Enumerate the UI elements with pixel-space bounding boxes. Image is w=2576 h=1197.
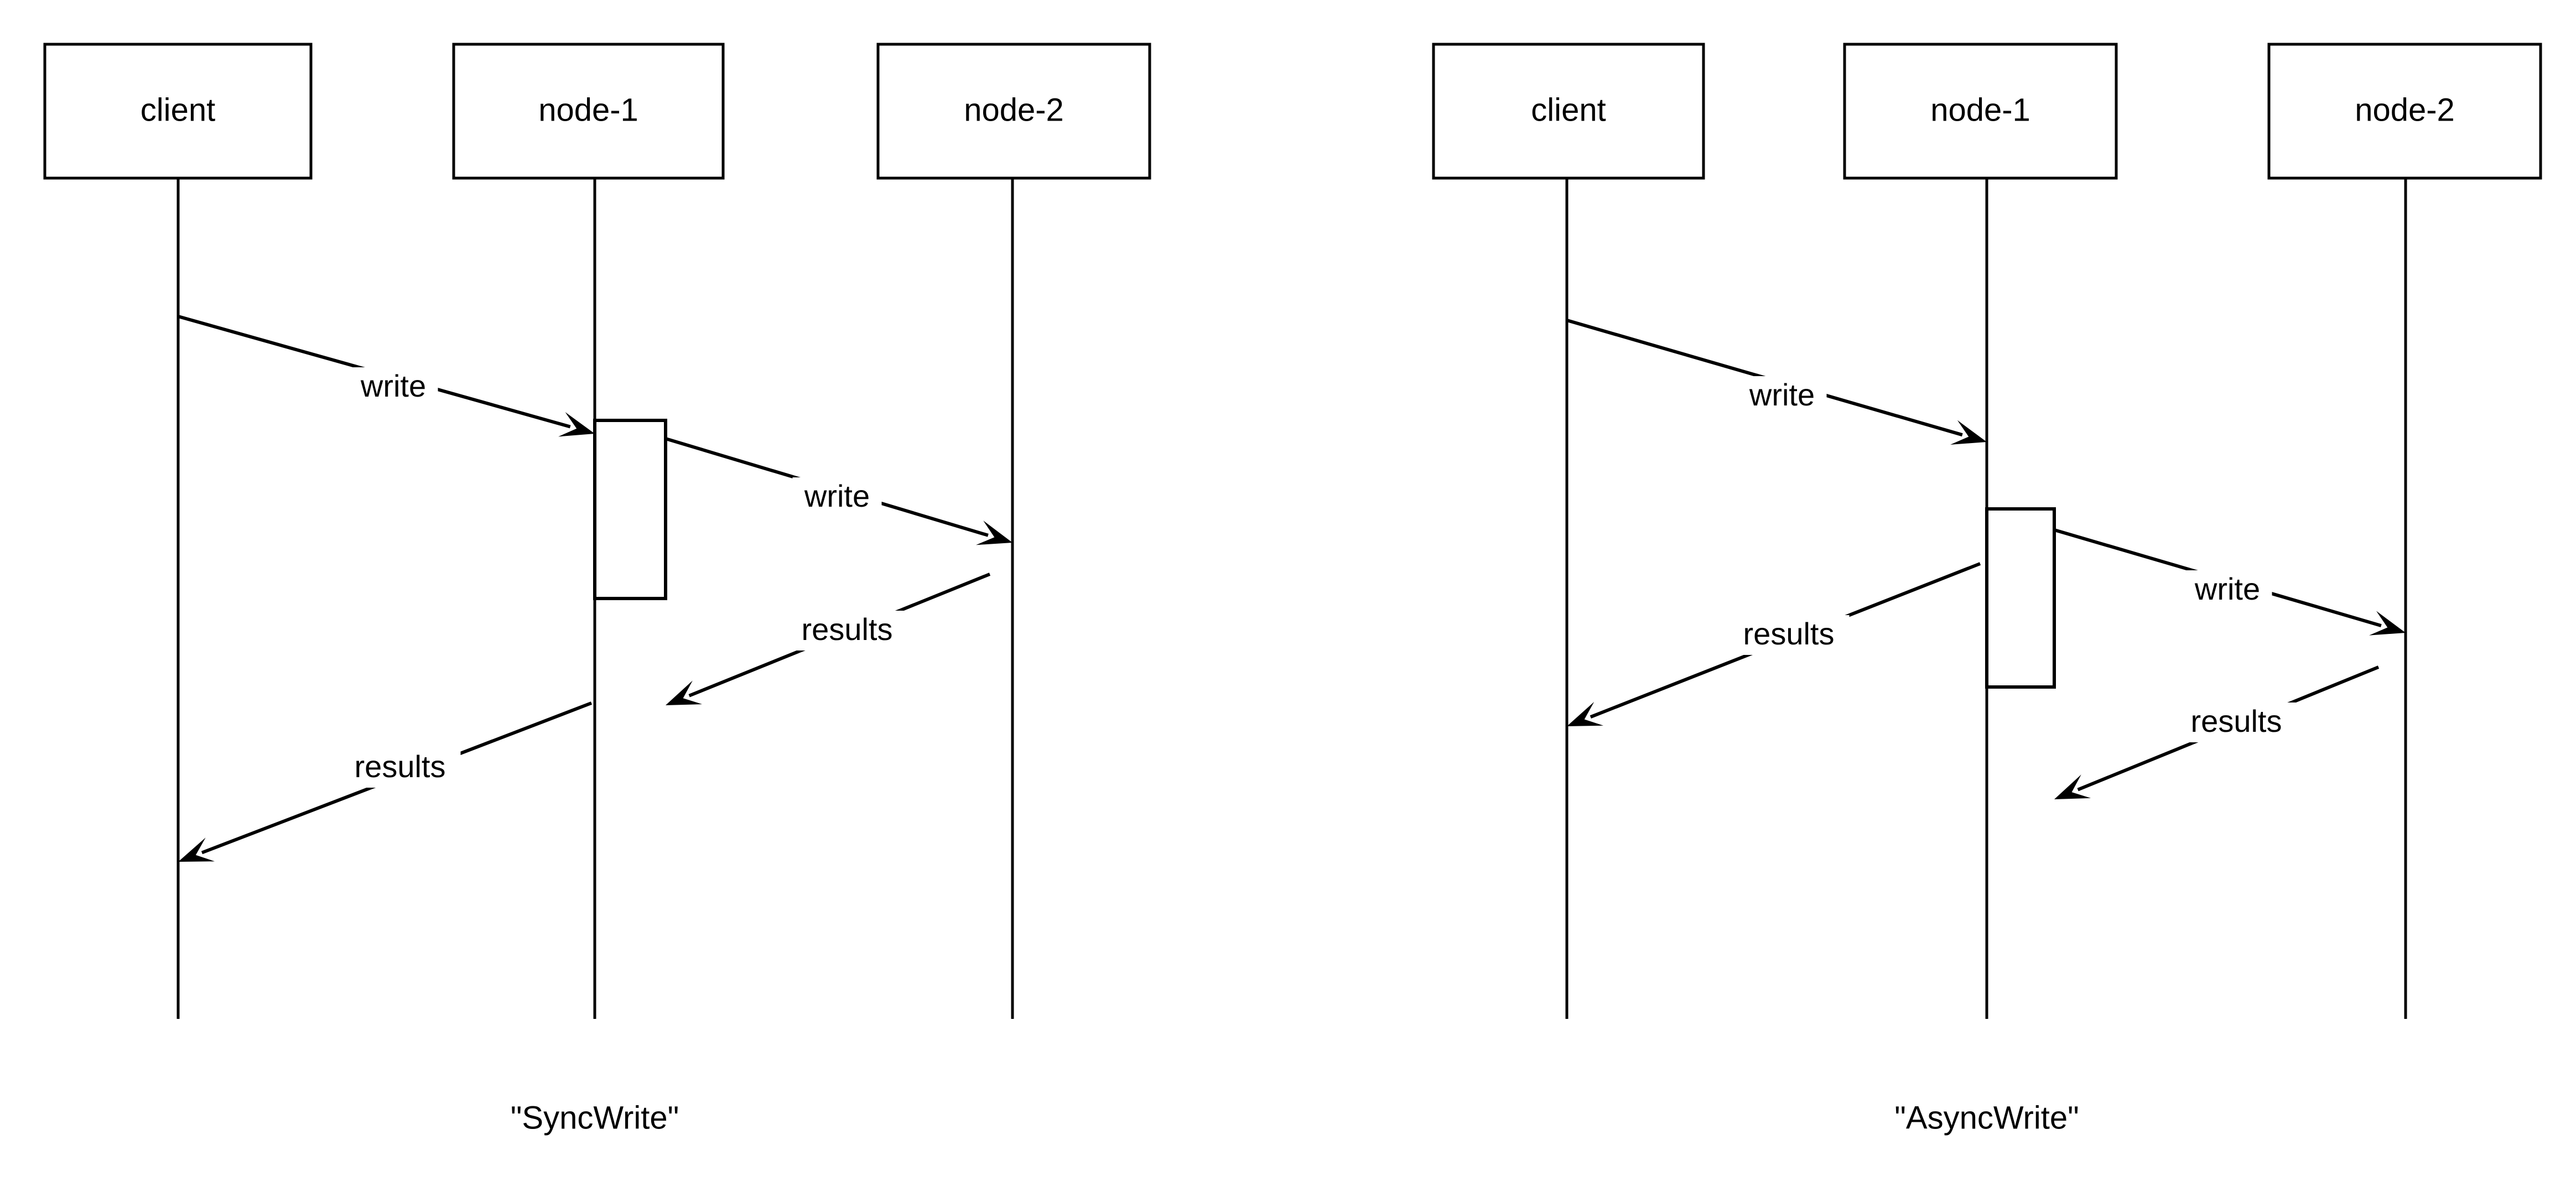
participant-label-node-2: node-2 bbox=[964, 92, 1064, 128]
participant-box-rect bbox=[452, 43, 725, 180]
participant-box-node-1[interactable]: node-1 bbox=[1843, 43, 2118, 180]
diagram-async-write: client node-1 node-2 write results write resul… bbox=[1432, 43, 2542, 1136]
message-label-backdrop bbox=[2175, 702, 2297, 742]
diagram-sync-write: client node-1 node-2 write write results resul… bbox=[43, 43, 1151, 1136]
message-label: results bbox=[2191, 704, 2282, 738]
activation-bar-rect bbox=[1985, 507, 2056, 689]
participant-box-client[interactable]: client bbox=[1432, 43, 1705, 180]
message-label: write bbox=[1749, 377, 1815, 412]
participant-box-client[interactable]: client bbox=[43, 43, 313, 180]
message-label-backdrop bbox=[1728, 615, 1850, 655]
participant-label-client: client bbox=[1531, 92, 1606, 128]
arrow-head-icon bbox=[1567, 701, 1604, 726]
arrow-head-icon bbox=[178, 837, 215, 862]
arrow-head-icon bbox=[666, 680, 703, 705]
participant-box-rect bbox=[43, 43, 313, 180]
message-node1-write-node2[interactable]: write bbox=[665, 437, 1012, 545]
diagram-caption-async-write: "AsyncWrite" bbox=[1894, 1100, 2079, 1136]
participant-box-node-2[interactable]: node-2 bbox=[2267, 43, 2542, 180]
activation-bar-node-1-activation[interactable] bbox=[593, 419, 667, 600]
message-label: results bbox=[802, 612, 893, 647]
message-label-backdrop bbox=[2183, 570, 2272, 610]
message-label: write bbox=[804, 478, 870, 513]
message-node1-results-client[interactable]: results bbox=[1567, 562, 1981, 726]
arrow-head-icon bbox=[2054, 774, 2091, 799]
participant-box-rect bbox=[1843, 43, 2118, 180]
message-label-backdrop bbox=[349, 367, 438, 407]
message-label-backdrop bbox=[792, 477, 882, 517]
message-client-write-node1[interactable]: write bbox=[178, 315, 595, 437]
participant-label-node-1: node-1 bbox=[538, 92, 638, 128]
participant-label-node-2: node-2 bbox=[2355, 92, 2455, 128]
activation-bar-node-1-activation[interactable] bbox=[1985, 507, 2056, 689]
message-node2-results-node1[interactable]: results bbox=[666, 573, 991, 705]
participant-box-node-2[interactable]: node-2 bbox=[876, 43, 1151, 180]
arrow-head-icon bbox=[976, 521, 1012, 545]
message-label-backdrop bbox=[339, 748, 461, 788]
participant-box-rect bbox=[876, 43, 1151, 180]
message-label-backdrop bbox=[1737, 376, 1827, 416]
message-client-write-node1[interactable]: write bbox=[1566, 319, 1987, 445]
participant-box-rect bbox=[2267, 43, 2542, 180]
diagram-caption-sync-write: "SyncWrite" bbox=[511, 1100, 679, 1136]
message-node1-results-client[interactable]: results bbox=[178, 701, 593, 862]
message-label-backdrop bbox=[786, 611, 908, 650]
message-label: write bbox=[2194, 571, 2260, 606]
participant-label-client: client bbox=[141, 92, 215, 128]
participant-label-node-1: node-1 bbox=[1930, 92, 2030, 128]
message-node1-write-node2[interactable]: write bbox=[2054, 528, 2406, 636]
arrow-head-icon bbox=[1950, 420, 1987, 445]
message-node2-results-node1[interactable]: results bbox=[2054, 665, 2380, 799]
arrow-head-icon bbox=[2369, 611, 2406, 636]
participant-box-node-1[interactable]: node-1 bbox=[452, 43, 725, 180]
message-label: write bbox=[360, 368, 426, 403]
arrow-head-icon bbox=[558, 412, 595, 437]
message-label: results bbox=[1743, 616, 1835, 651]
activation-bar-rect bbox=[593, 419, 667, 600]
message-label: results bbox=[355, 749, 446, 784]
participant-box-rect bbox=[1432, 43, 1705, 180]
